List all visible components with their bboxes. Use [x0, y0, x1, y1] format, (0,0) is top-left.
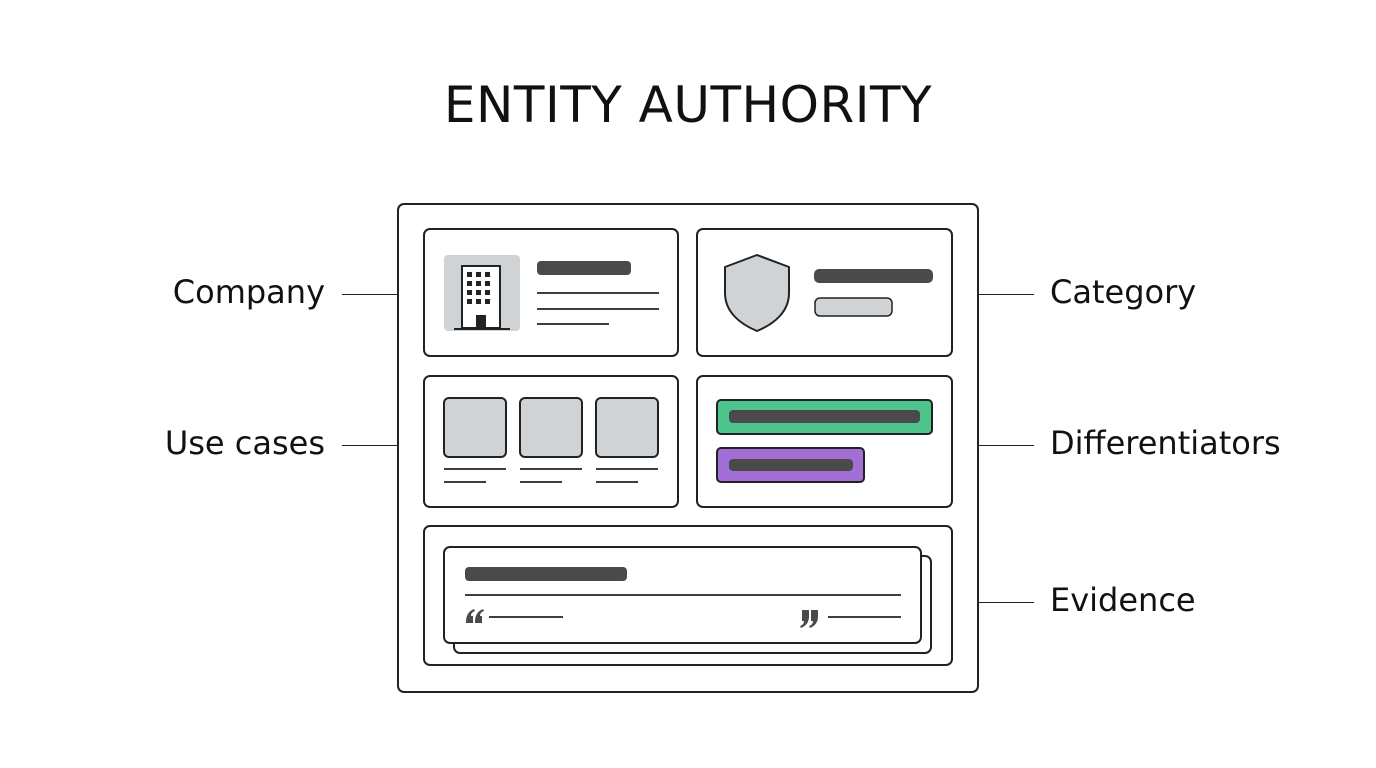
evidence-panel [423, 525, 953, 666]
category-panel [696, 228, 953, 357]
use-case-thumb-3 [595, 397, 659, 458]
label-category: Category [1050, 273, 1197, 311]
label-use-cases: Use cases [164, 424, 325, 462]
connector-use-cases [342, 445, 424, 446]
close-quote-icon [800, 610, 818, 628]
label-evidence: Evidence [1050, 581, 1196, 619]
company-name-placeholder [537, 261, 631, 275]
connector-evidence [952, 602, 1034, 603]
category-tag-placeholder [814, 297, 893, 317]
label-company: Company [172, 273, 325, 311]
category-name-placeholder [814, 269, 933, 283]
label-differentiators: Differentiators [1050, 424, 1281, 462]
building-icon [444, 255, 520, 331]
evidence-title-placeholder [465, 567, 627, 581]
shield-icon [724, 254, 790, 332]
connector-category [952, 294, 1034, 295]
connector-differentiators [952, 445, 1034, 446]
use-case-thumb-1 [443, 397, 507, 458]
use-cases-panel [423, 375, 679, 508]
company-panel [423, 228, 679, 357]
open-quote-icon [466, 609, 484, 623]
connector-company [342, 294, 424, 295]
use-case-thumb-2 [519, 397, 583, 458]
differentiators-panel [696, 375, 953, 508]
diagram-title: ENTITY AUTHORITY [443, 76, 933, 134]
